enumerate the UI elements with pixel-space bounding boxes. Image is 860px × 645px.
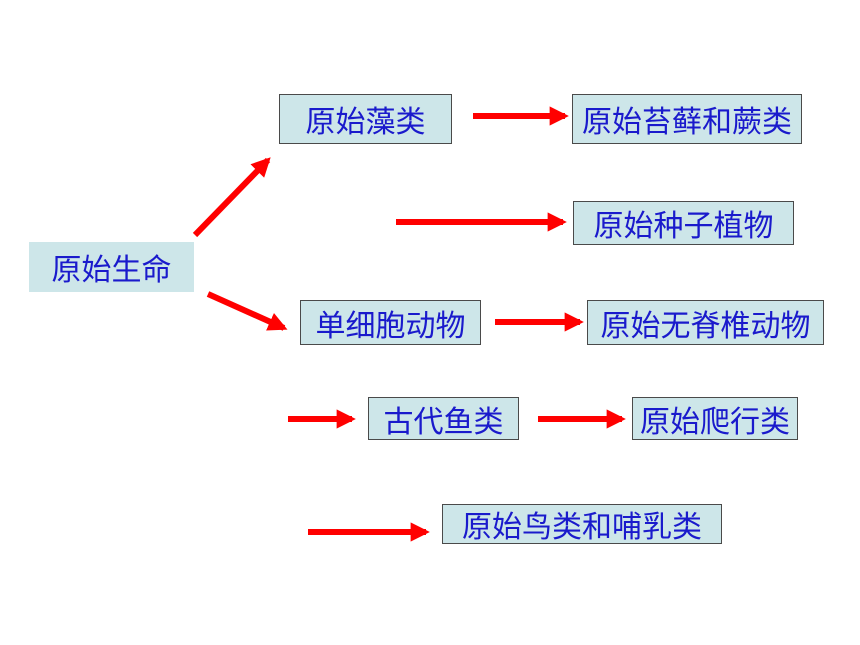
node-reptiles: 原始爬行类 — [632, 397, 798, 440]
node-algae: 原始藻类 — [279, 94, 452, 144]
node-origin: 原始生命 — [29, 242, 194, 292]
node-seed-plants: 原始种子植物 — [573, 201, 794, 245]
node-fish: 古代鱼类 — [368, 397, 519, 440]
node-single-cell: 单细胞动物 — [300, 300, 481, 345]
arrow-origin-to-single-cell — [206, 291, 288, 331]
arrow-origin-to-algae — [192, 157, 271, 238]
node-moss-fern: 原始苔藓和蕨类 — [572, 94, 802, 144]
node-birds-mammals: 原始鸟类和哺乳类 — [442, 504, 722, 545]
node-invertebrates: 原始无脊椎动物 — [587, 300, 824, 345]
